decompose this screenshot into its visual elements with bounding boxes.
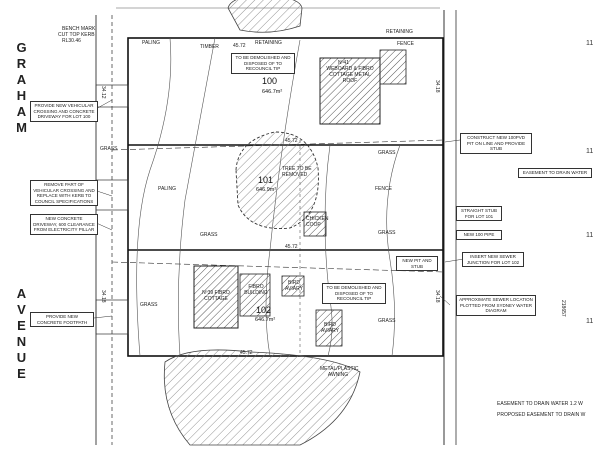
note-demolish-2: TO BE DEMOLISHED AND DISPOSED OF TO RECO… <box>322 283 386 304</box>
note-vehicular-2: REMOVE PART OF VEHICULAR CROSSING AND RE… <box>30 180 98 206</box>
label-grass-lot-102-right: GRASS <box>378 318 396 324</box>
label-bird-aviary-1: BIRD AVIARY <box>285 280 303 292</box>
label-dim-right-2: 34.18 <box>434 290 440 303</box>
chicken-coop <box>303 211 327 237</box>
label-cottage-41-no: Nº41 <box>338 60 349 66</box>
label-fibro-building: FIBRO BUILDING <box>244 284 268 296</box>
note-easement: EASEMENT TO DRAIN WATER <box>518 168 592 178</box>
label-grass-left-1: GRASS <box>100 146 118 152</box>
label-dim-top: 45.72 <box>233 43 246 49</box>
label-dim-left-1: 34.12 <box>100 86 106 99</box>
street-name-avenue: AVENUE <box>14 286 29 382</box>
tree-canopy-lot-101 <box>235 131 319 229</box>
note-vehicular-1: PROVIDE NEW VEHICULAR CROSSING AND CONCR… <box>30 101 98 122</box>
lot-100-area: 646.7m² <box>262 89 283 95</box>
label-timber: TIMBER <box>200 44 219 50</box>
tree-canopy-bottom <box>163 349 361 446</box>
label-bench-mark: BENCH MARK <box>62 26 96 32</box>
label-lot-ref: 218657 <box>560 300 566 317</box>
note-stub-lot: STRAIGHT STUB FOR LOT 101 <box>456 206 502 221</box>
fibro-building <box>239 273 271 317</box>
leader-8 <box>439 295 451 306</box>
cottage-41 <box>319 57 381 125</box>
label-dim-mid-1: 45.72 <box>285 138 298 144</box>
note-new-pit: NEW PIT AND STUB <box>396 256 438 271</box>
label-dim-mid-2: 45.72 <box>285 244 298 250</box>
lot-101-number: 101 <box>258 175 274 185</box>
label-paling-top: PALING <box>142 40 160 46</box>
leader-4 <box>93 315 113 319</box>
street-name-graham: GRAHAM <box>14 40 29 136</box>
legend-item-a: EASEMENT TO DRAIN WATER 1.2 W <box>497 401 583 407</box>
cottage-41-rear <box>379 49 407 85</box>
label-cottage-41: WEBOARD & FIBRO COTTAGE METAL ROOF <box>326 66 374 84</box>
margin-mark-3: 11 <box>586 232 594 239</box>
contour-2 <box>178 37 216 357</box>
tree-canopy-top <box>227 0 303 33</box>
note-new-pipe: NEW 100 PIPE <box>456 230 502 240</box>
margin-mark-4: 11 <box>586 318 594 325</box>
sewer-line-2 <box>111 261 445 273</box>
contour-5 <box>386 144 401 357</box>
label-dim-bottom: 45.72 <box>240 350 253 356</box>
lot-101-area: 646.9m² <box>256 187 277 193</box>
lot-100-number: 100 <box>262 76 278 86</box>
note-driveway: NEW CONCRETE DRIVEWAY, 600 CLEARANCE FRO… <box>30 214 98 235</box>
driveway-lot-100 <box>95 84 129 108</box>
label-grass-lot-101-right: GRASS <box>378 150 396 156</box>
label-fence-top: FENCE <box>397 41 414 47</box>
note-sewer-stub: CONSTRUCT NEW 100PVD PIT ON LINE AND PRO… <box>460 133 532 154</box>
note-sewer-location: APPROXIMATE SEWER LOCATION PLOTTED FROM … <box>456 295 536 316</box>
label-bird-aviary-2: BIRD AVIARY <box>321 322 339 334</box>
label-paling-mid: PALING <box>158 186 176 192</box>
label-grass-lot-101-mid: GRASS <box>378 230 396 236</box>
cottage-39 <box>193 265 239 329</box>
label-cut-top-kerb: CUT TOP KERB <box>58 32 95 38</box>
bird-aviary-2 <box>315 309 343 347</box>
label-chicken-coop: CHICKEN COOP <box>306 216 329 228</box>
label-dim-left-2: 34.18 <box>100 290 106 303</box>
note-demolish-1: TO BE DEMOLISHED AND DISPOSED OF TO RECO… <box>231 53 295 74</box>
label-grass-lot-102-left: GRASS <box>140 302 158 308</box>
legend-item-b: PROPOSED EASEMENT TO DRAIN W <box>497 412 586 418</box>
bird-aviary-1 <box>281 275 305 297</box>
label-awning: METAL/PLASTIC AWNING <box>320 366 359 378</box>
leader-5 <box>444 139 461 143</box>
label-grass-lot-101-left: GRASS <box>200 232 218 238</box>
margin-mark-1: 11 <box>586 40 594 47</box>
driveway-lot-102 <box>95 299 129 335</box>
street-name-graham-text: GRAHAM <box>14 40 29 136</box>
lot-102-number: 102 <box>256 305 272 315</box>
margin-mark-2: 11 <box>586 148 594 155</box>
label-tree-removed: TREE TO BE REMOVED <box>282 166 312 178</box>
lot-102-area: 646.7m² <box>255 317 276 323</box>
street-name-avenue-text: AVENUE <box>14 286 29 382</box>
note-concrete-footpath: PROVIDE NEW CONCRETE FOOTPATH <box>30 312 94 327</box>
label-retaining-2: RETAINING <box>386 29 413 35</box>
contour-3 <box>265 39 301 357</box>
label-rl: RL30.46 <box>62 38 81 44</box>
label-retaining-1: RETAINING <box>255 40 282 46</box>
contour-1 <box>136 37 172 357</box>
label-dim-right-1: 34.18 <box>434 80 440 93</box>
label-fence-mid: FENCE <box>375 186 392 192</box>
note-sewer-junction: INSERT NEW SEWER JUNCTION FOR LOT 102 <box>462 252 524 267</box>
label-cottage-39: Nº39 FIBRO COTTAGE <box>202 290 230 302</box>
